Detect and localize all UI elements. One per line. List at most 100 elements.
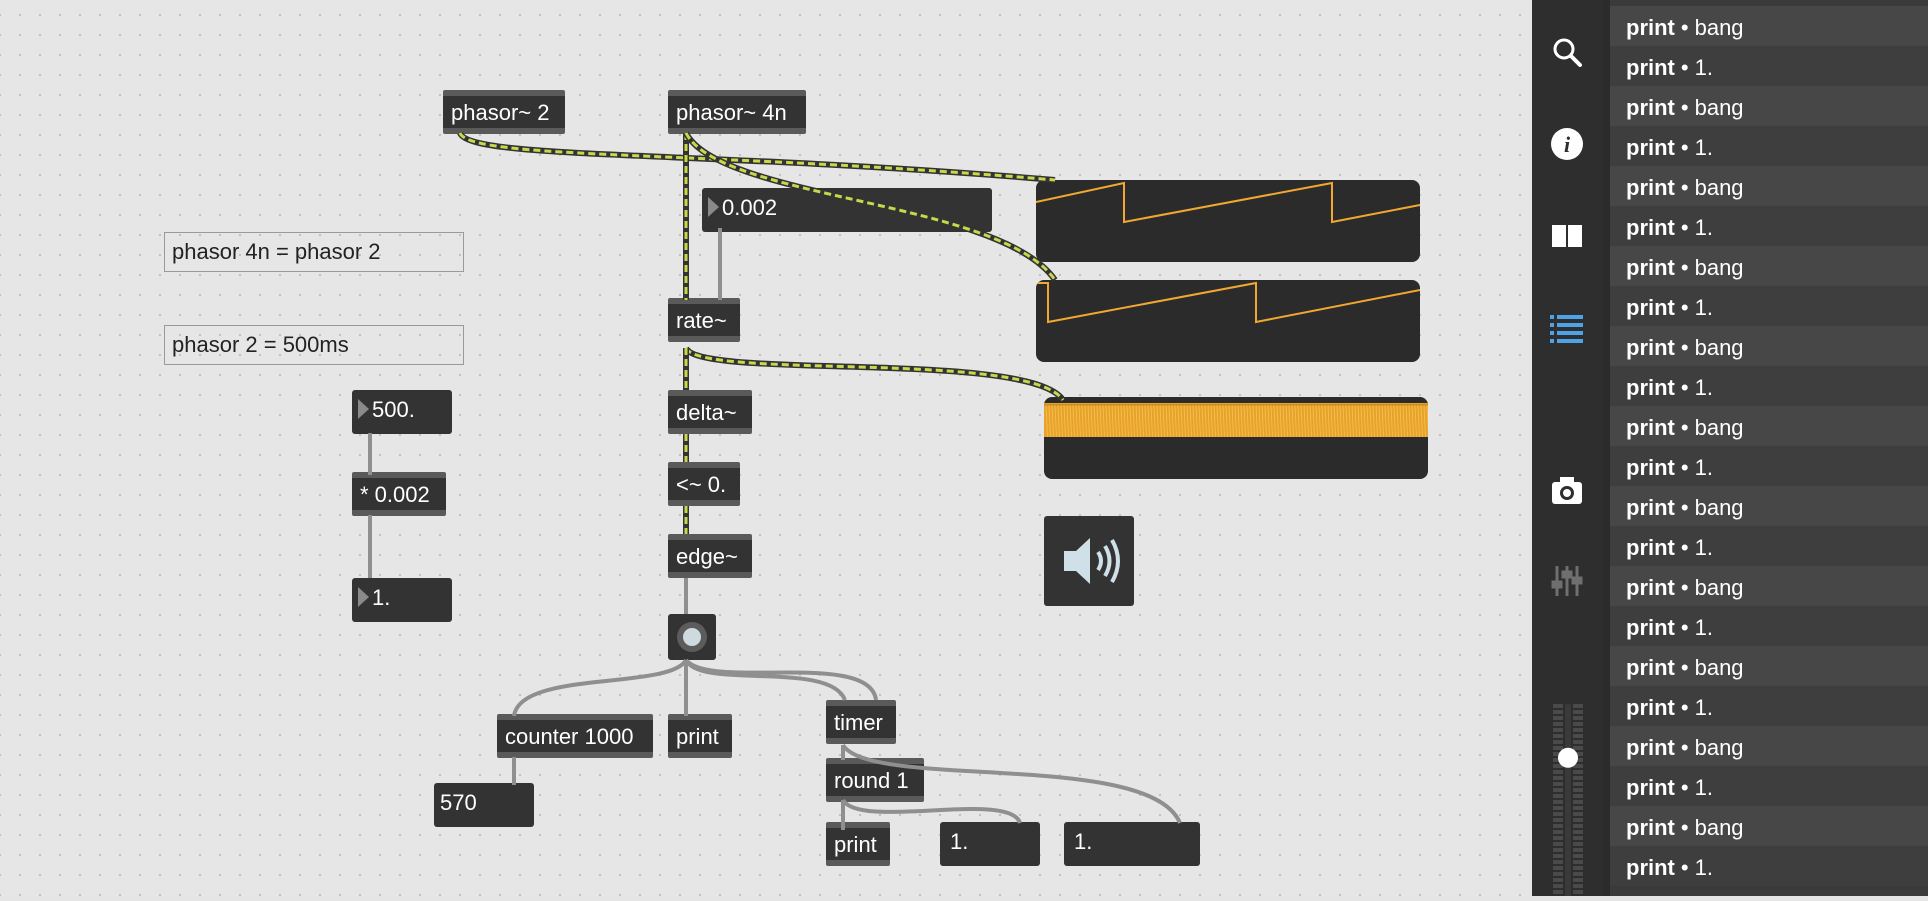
scope-trace: [1036, 281, 1420, 324]
less-than-object[interactable]: <~ 0.: [668, 462, 740, 506]
console-row-message: 1.: [1694, 535, 1713, 560]
phasor-4n-object[interactable]: phasor~ 4n: [668, 90, 806, 134]
multiply-object[interactable]: * 0.002: [352, 472, 446, 516]
console-row-source: print: [1626, 855, 1675, 880]
console-row[interactable]: print•bang: [1602, 726, 1928, 766]
console-row-separator: •: [1680, 375, 1689, 400]
number-triangle-icon: [358, 399, 369, 419]
console-row-message: bang: [1694, 655, 1744, 680]
console-row[interactable]: print•1.: [1602, 686, 1928, 726]
console-row-separator: •: [1680, 455, 1689, 480]
scope-phasor-2[interactable]: [1036, 180, 1420, 262]
console-row-source: print: [1626, 175, 1675, 200]
console-row-message: bang: [1694, 255, 1744, 280]
round-out-number-1[interactable]: 1.: [940, 822, 1040, 866]
level-slider-knob[interactable]: [1558, 747, 1578, 768]
number-triangle-icon: [358, 587, 369, 607]
comment-phasor-duration[interactable]: phasor 2 = 500ms: [164, 325, 464, 365]
console-row[interactable]: print•1.: [1602, 206, 1928, 246]
console-row[interactable]: print•bang: [1602, 246, 1928, 286]
console-row-message: 1.: [1694, 135, 1713, 160]
console-row[interactable]: print•bang: [1602, 6, 1928, 46]
scope-trace: [1036, 181, 1420, 224]
list-icon[interactable]: [1549, 310, 1585, 346]
console-row[interactable]: print•bang: [1602, 326, 1928, 366]
rate-number-value: 0.002: [722, 195, 778, 220]
console-row-source: print: [1626, 375, 1675, 400]
console-row-source: print: [1626, 655, 1675, 680]
console-row[interactable]: print•1.: [1602, 766, 1928, 806]
console-row[interactable]: print•bang: [1602, 566, 1928, 606]
console-row[interactable]: print•bang: [1602, 86, 1928, 126]
number-triangle-icon: [708, 197, 719, 217]
camera-icon[interactable]: [1549, 472, 1585, 508]
panel-divider[interactable]: [1602, 0, 1610, 896]
book-icon[interactable]: [1549, 218, 1585, 254]
speaker-icon: [1064, 538, 1120, 584]
console-row-source: print: [1626, 255, 1675, 280]
audio-output-speaker[interactable]: [1044, 516, 1134, 606]
console-row-message: bang: [1694, 415, 1744, 440]
mixer-icon[interactable]: [1549, 563, 1585, 599]
console-row[interactable]: print•1.: [1602, 46, 1928, 86]
bang-button[interactable]: [668, 614, 716, 660]
rate-object[interactable]: rate~: [668, 298, 740, 342]
delta-object[interactable]: delta~: [668, 390, 752, 434]
console-row[interactable]: print•bang: [1602, 646, 1928, 686]
rate-number-box[interactable]: 0.002: [702, 188, 992, 232]
console-row[interactable]: print•1.: [1602, 446, 1928, 486]
console-row-separator: •: [1680, 735, 1689, 760]
console-row-separator: •: [1680, 855, 1689, 880]
console-row-separator: •: [1680, 415, 1689, 440]
console-row-separator: •: [1680, 95, 1689, 120]
console-row-separator: •: [1680, 815, 1689, 840]
console-row-source: print: [1626, 695, 1675, 720]
console-row[interactable]: print•1.: [1602, 526, 1928, 566]
phasor-2-object[interactable]: phasor~ 2: [443, 90, 565, 134]
console-row[interactable]: print•bang: [1602, 166, 1928, 206]
scope-rate[interactable]: [1044, 397, 1428, 479]
console-row[interactable]: print•1.: [1602, 846, 1928, 886]
svg-text:i: i: [1564, 132, 1571, 157]
console-row-separator: •: [1680, 175, 1689, 200]
console-row[interactable]: print•1.: [1602, 126, 1928, 166]
scope-phasor-4n[interactable]: [1036, 280, 1420, 362]
console-row-source: print: [1626, 735, 1675, 760]
counter-number-box[interactable]: 570: [434, 783, 534, 827]
comment-phasor-equivalence[interactable]: phasor 4n = phasor 2: [164, 232, 464, 272]
console-row[interactable]: print•bang: [1602, 486, 1928, 526]
console-row-source: print: [1626, 55, 1675, 80]
result-number-box[interactable]: 1.: [352, 578, 452, 622]
console-row-message: 1.: [1694, 55, 1713, 80]
ms-number-box[interactable]: 500.: [352, 390, 452, 434]
print-bottom-object[interactable]: print: [826, 822, 890, 866]
console-row[interactable]: print•1.: [1602, 606, 1928, 646]
print-object[interactable]: print: [668, 714, 732, 758]
timer-object[interactable]: timer: [826, 700, 896, 744]
console-row-separator: •: [1680, 615, 1689, 640]
console-row[interactable]: print•bang: [1602, 406, 1928, 446]
console-row-message: 1.: [1694, 615, 1713, 640]
console-row-message: bang: [1694, 815, 1744, 840]
console-row-message: bang: [1694, 575, 1744, 600]
counter-object[interactable]: counter 1000: [497, 714, 653, 758]
console-row-message: bang: [1694, 735, 1744, 760]
info-icon[interactable]: i: [1549, 126, 1585, 162]
console-row-message: bang: [1694, 95, 1744, 120]
edge-object[interactable]: edge~: [668, 534, 752, 578]
output-level-meter[interactable]: [1551, 704, 1585, 896]
console-row-separator: •: [1680, 695, 1689, 720]
round-object[interactable]: round 1: [826, 758, 924, 802]
console-row[interactable]: print•1.: [1602, 286, 1928, 326]
console-row-message: 1.: [1694, 775, 1713, 800]
console-row-message: bang: [1694, 495, 1744, 520]
console-row-separator: •: [1680, 535, 1689, 560]
search-icon[interactable]: [1549, 34, 1585, 70]
console-row[interactable]: print•bang: [1602, 806, 1928, 846]
round-out-number-2[interactable]: 1.: [1064, 822, 1200, 866]
console-row-source: print: [1626, 615, 1675, 640]
console-row-separator: •: [1680, 495, 1689, 520]
console-row[interactable]: print•1.: [1602, 366, 1928, 406]
